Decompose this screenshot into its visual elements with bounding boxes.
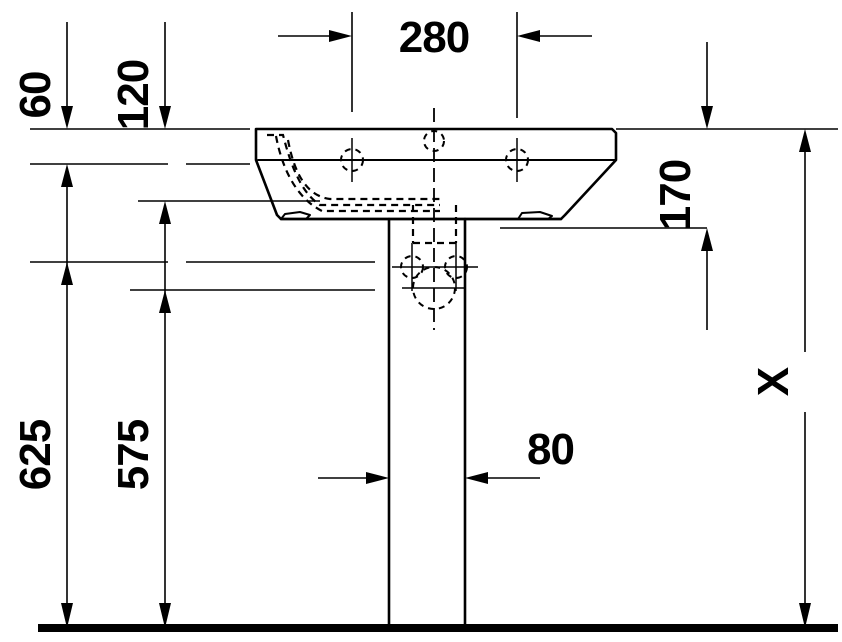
fixing-right-circle xyxy=(444,255,468,279)
dim-575-label: 575 xyxy=(109,419,158,490)
dim-280-label: 280 xyxy=(399,13,469,62)
dimension-280: 280 xyxy=(278,12,592,118)
dim-170-arrowhead-down xyxy=(701,106,713,129)
fixing-point-right xyxy=(436,243,478,291)
dim-80-arrowhead-right xyxy=(465,472,488,484)
bowl-hidden-contour-mid xyxy=(286,139,440,201)
dim-120-label: 120 xyxy=(109,60,158,130)
dim-x-label: X xyxy=(749,367,798,396)
pedestal-column xyxy=(387,217,467,630)
tap-hole-right xyxy=(497,138,539,182)
dimension-left-inner-brackets xyxy=(61,262,171,313)
horizontal-reference-lines xyxy=(30,128,838,291)
fixing-point-left xyxy=(392,243,434,291)
dim-280-arrowhead-left xyxy=(329,30,352,42)
dimension-x: X xyxy=(749,129,811,628)
dim-60-arrowhead-up xyxy=(61,164,73,187)
dim-280-arrowhead-right xyxy=(517,30,540,42)
basin-foot-left xyxy=(280,211,311,220)
dim-120-arrowhead-up xyxy=(159,201,171,224)
bowl-hidden-contour-outer xyxy=(267,133,440,207)
dim-60-arrowhead-down xyxy=(61,106,73,129)
dimension-120: 120 xyxy=(109,22,171,620)
bracket-120-arrow-up-290 xyxy=(159,290,171,313)
dim-625-arrowhead-down xyxy=(61,603,73,628)
bracket-60-arrow-up-262 xyxy=(61,262,73,285)
basin-foot-right xyxy=(517,211,553,220)
dim-80-label: 80 xyxy=(527,425,574,474)
dim-625-label: 625 xyxy=(11,419,60,490)
basin-outline xyxy=(254,127,618,221)
dim-x-arrowhead-down xyxy=(799,603,811,628)
dim-170-arrowhead-up xyxy=(701,228,713,251)
dim-80-arrowhead-left xyxy=(366,472,389,484)
dim-x-arrowhead-up xyxy=(799,129,811,152)
dimension-625: 625 xyxy=(11,419,73,628)
tap-hole-left-circle xyxy=(340,148,364,172)
dim-170-label: 170 xyxy=(651,160,700,230)
dimension-60: 60 xyxy=(11,22,73,620)
fixing-left-circle xyxy=(400,255,424,279)
dim-60-label: 60 xyxy=(11,72,60,119)
dimension-170: 170 xyxy=(651,42,713,330)
tap-hole-right-circle xyxy=(505,148,529,172)
dim-575-arrowhead-down xyxy=(159,603,171,628)
dim-120-arrowhead-down xyxy=(159,106,171,129)
basin-body xyxy=(254,127,618,221)
dimension-575: 575 xyxy=(109,419,171,628)
tap-hole-left xyxy=(332,138,374,182)
basin-inner-bowl xyxy=(267,133,458,245)
bowl-hidden-contour-inner xyxy=(274,135,440,213)
dimension-80: 80 xyxy=(318,400,575,512)
